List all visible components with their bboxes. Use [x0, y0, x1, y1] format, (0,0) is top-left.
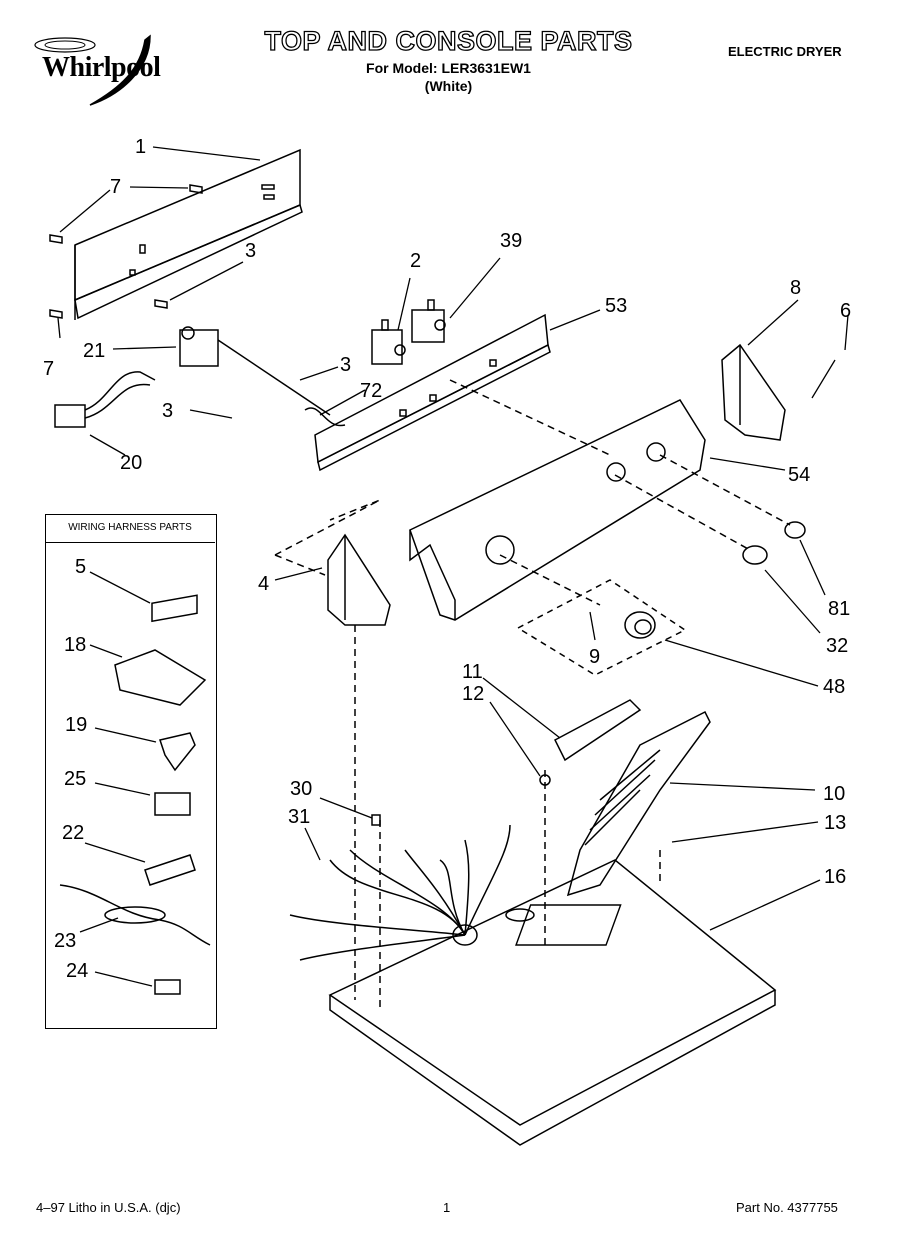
part-timer [179, 326, 331, 416]
page-title: TOP AND CONSOLE PARTS [264, 25, 633, 56]
wiring-harness-box [45, 514, 217, 1029]
callout-10: 10 [823, 783, 846, 805]
callout-16: 16 [824, 866, 847, 888]
callout-12: 12 [462, 683, 485, 705]
callout-3: 3 [340, 354, 352, 376]
callout-2: 2 [410, 250, 422, 272]
callout-39: 39 [500, 230, 523, 252]
part-top-panel [328, 859, 777, 1146]
brand-logo: Whirlpool [42, 52, 161, 83]
callout-18: 18 [64, 634, 87, 656]
part-knob-group-outline [516, 579, 687, 676]
callout-72: 72 [360, 380, 383, 402]
callout-7: 7 [43, 358, 55, 380]
product-label: ELECTRIC DRYER [728, 44, 842, 59]
part-console [409, 399, 706, 621]
part-harness-plug [54, 371, 156, 428]
callout-4: 4 [258, 573, 270, 595]
callout-23: 23 [54, 930, 77, 952]
part-screws-7 [49, 184, 203, 319]
part-side-cap [327, 533, 391, 626]
part-knobs [624, 521, 806, 639]
callout-1: 1 [135, 136, 147, 158]
callout-8: 8 [790, 277, 802, 299]
callout-32: 32 [826, 635, 849, 657]
callout-81: 81 [828, 598, 851, 620]
leader-arrows [57, 146, 849, 987]
callout-24: 24 [66, 960, 89, 982]
part-end-cap [721, 343, 786, 441]
footer-litho: 4–97 Litho in U.S.A. (djc) [36, 1200, 181, 1215]
callout-31: 31 [288, 806, 311, 828]
page-number: 1 [443, 1200, 451, 1215]
callout-25: 25 [64, 768, 87, 790]
model-line: For Model: LER3631EW1 [366, 60, 531, 76]
callout-20: 20 [120, 452, 143, 474]
callout-5: 5 [75, 556, 87, 578]
callout-54: 54 [788, 464, 811, 486]
brand-logo-swirl [34, 34, 151, 106]
callout-53: 53 [605, 295, 628, 317]
part-console-bracket [74, 148, 303, 320]
callout-19: 19 [65, 714, 88, 736]
callout-7: 7 [110, 176, 122, 198]
callout-22: 22 [62, 822, 85, 844]
wiring-harness-title: WIRING HARNESS PARTS [45, 514, 215, 543]
callout-13: 13 [824, 812, 847, 834]
part-harness-items [59, 594, 211, 995]
color-line: (White) [424, 78, 473, 94]
callout-3: 3 [162, 400, 174, 422]
callout-11: 11 [462, 661, 483, 683]
part-wire-harness [289, 814, 511, 961]
callout-30: 30 [290, 778, 313, 800]
part-switches [371, 299, 446, 365]
callout-48: 48 [823, 676, 846, 698]
part-control-panel [304, 313, 551, 472]
part-number: Part No. 4377755 [736, 1200, 838, 1215]
part-lint-screen [539, 699, 711, 897]
callout-3: 3 [245, 240, 257, 262]
callout-21: 21 [83, 340, 106, 362]
callout-9: 9 [589, 646, 601, 668]
callout-6: 6 [840, 300, 852, 322]
guide-lines [274, 379, 791, 1010]
